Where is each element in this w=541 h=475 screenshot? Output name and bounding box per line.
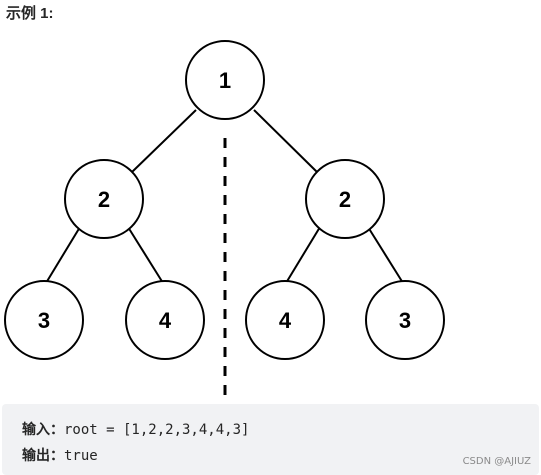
output-value: true [64, 448, 98, 464]
node-value: 4 [159, 308, 172, 333]
edge-1-to-2-left [131, 109, 197, 173]
node-value: 3 [399, 308, 411, 333]
example-heading: 示例 1: [6, 5, 54, 22]
symmetric-tree-diagram: 1 2 2 3 4 4 3 [4, 40, 445, 400]
edge-2-left-to-3 [45, 226, 81, 284]
node-value: 4 [279, 308, 292, 333]
watermark-text: CSDN @AJIUZ [462, 456, 531, 467]
input-value: root = [1,2,2,3,4,4,3] [64, 422, 250, 438]
input-line: 输入：root = [1,2,2,3,4,4,3] [22, 419, 249, 439]
node-value: 1 [219, 68, 231, 93]
tree-node-right-left: 4 [245, 280, 325, 360]
tree-node-left-right: 4 [125, 280, 205, 360]
node-value: 2 [339, 187, 351, 212]
edge-2-left-to-4 [127, 226, 164, 284]
tree-node-left-left: 3 [4, 280, 84, 360]
tree-node-right-child: 2 [305, 159, 385, 239]
output-label: 输出： [22, 448, 64, 464]
example-io-box: 输入：root = [1,2,2,3,4,4,3] 输出：true [2, 404, 539, 475]
edge-2-right-to-4 [285, 226, 321, 284]
tree-node-right-right: 3 [365, 280, 445, 360]
tree-node-left-child: 2 [64, 159, 144, 239]
tree-node-root: 1 [185, 40, 265, 120]
edge-2-right-to-3 [367, 226, 404, 284]
output-line: 输出：true [22, 445, 98, 465]
input-label: 输入： [22, 422, 64, 438]
edge-1-to-2-right [253, 109, 318, 173]
node-value: 3 [38, 308, 50, 333]
node-value: 2 [98, 187, 110, 212]
